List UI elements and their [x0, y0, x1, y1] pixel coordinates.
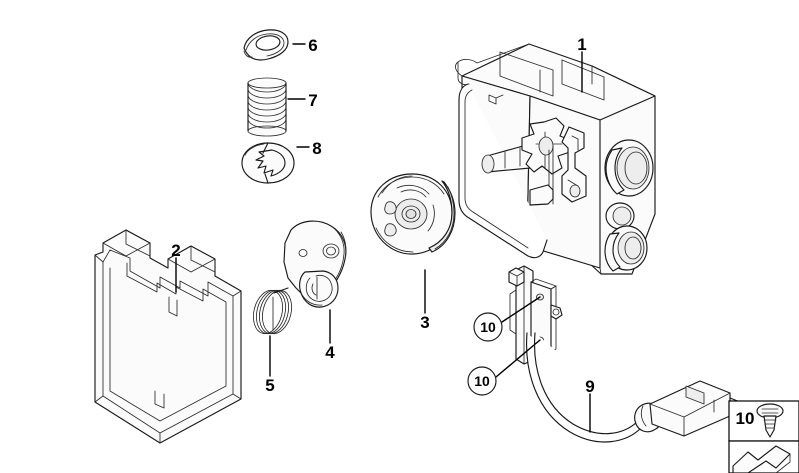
- callout-label-7: 7: [308, 91, 317, 110]
- part-2-gasket-frame: [94, 229, 242, 444]
- callout-labels: 1 2 3 4 5 6 7 8 9: [171, 35, 594, 396]
- callout-label-6: 6: [308, 36, 317, 55]
- circled-callout-10-upper: 10: [473, 312, 503, 342]
- callout-label-1: 1: [577, 35, 586, 54]
- part-8-e-clip: [241, 142, 295, 184]
- part-4-cam-plate: [283, 220, 347, 308]
- callout-label-3: 3: [420, 313, 429, 332]
- part-6-teardrop-washer: [243, 29, 289, 61]
- legend-number: 10: [736, 409, 755, 428]
- callout-label-9: 9: [585, 377, 594, 396]
- pan-head-screw-icon: [756, 403, 784, 438]
- callout-label-5: 5: [265, 376, 274, 395]
- leader-10-lower: [495, 339, 541, 378]
- circled-callout-10-lower: 10: [467, 366, 497, 396]
- legend-panel: 10: [728, 400, 799, 473]
- part-5-coil-spring-ring: [252, 287, 293, 335]
- part-3-drum-rotor: [370, 173, 456, 255]
- leader-lines: [175, 43, 591, 433]
- part-1-housing-assembly: [455, 43, 656, 275]
- part-7-compression-spring: [247, 77, 287, 137]
- chevron-arrow-icon: [732, 445, 791, 473]
- callout-label-2: 2: [171, 241, 180, 260]
- leader-10-upper: [501, 296, 541, 323]
- callout-label-4: 4: [325, 343, 335, 362]
- circled-callout-label-10-upper: 10: [480, 319, 496, 335]
- circled-callout-label-10-lower: 10: [474, 373, 490, 389]
- part-9-wiring-harness: [526, 332, 741, 443]
- callout-label-8: 8: [312, 139, 321, 158]
